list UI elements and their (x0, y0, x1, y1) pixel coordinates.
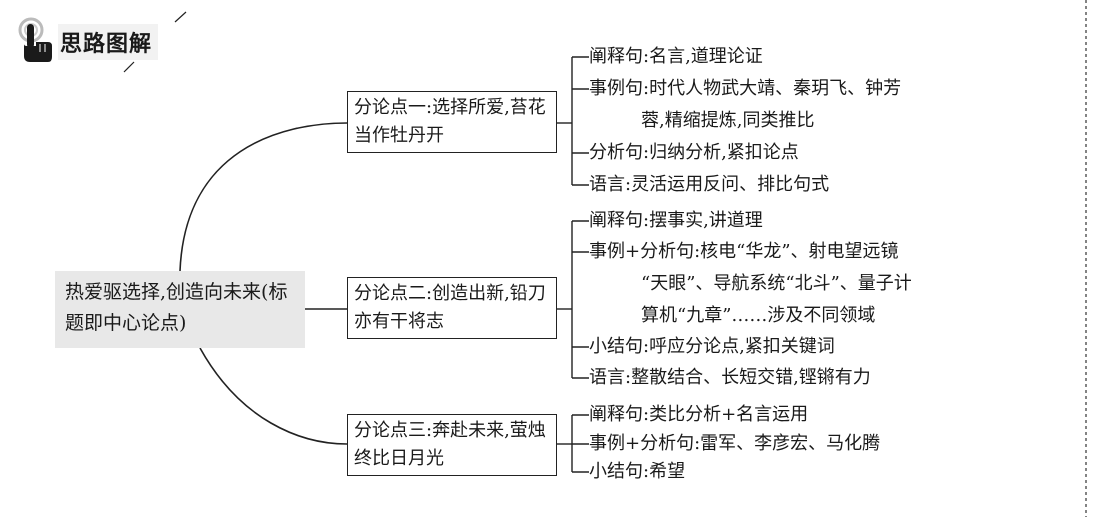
branch-3-leaf-example: 事例+分析句:雷军、李彦宏、马化腾 (589, 428, 880, 460)
leaf-line: 事例+分析句:核电“华龙”、射电望远镜 (589, 241, 899, 262)
branch-2-leaf-summary: 小结句:呼应分论点,紧扣关键词 (589, 331, 835, 363)
leaf-line: 阐释句:摆事实,讲道理 (589, 210, 763, 231)
branch-1-leaf-example: 事例句:时代人物武大靖、秦玥飞、钟芳 蓉,精缩提炼,同类推比 (589, 73, 901, 137)
branch-2-leaf-language: 语言:整散结合、长短交错,铿锵有力 (589, 362, 871, 394)
leaf-line: 语言:整散结合、长短交错,铿锵有力 (589, 367, 871, 388)
leaf-line: 分析句:归纳分析,紧扣论点 (589, 142, 799, 163)
leaf-line: 阐释句:类比分析+名言运用 (589, 404, 809, 425)
branch-3-leaf-summary: 小结句:希望 (589, 456, 685, 488)
leaf-line: 阐释句:名言,道理论证 (589, 46, 763, 67)
branch-2-box: 分论点二:创造出新,铅刀亦有干将志 (347, 277, 557, 339)
leaf-line: 事例+分析句:雷军、李彦宏、马化腾 (589, 433, 881, 454)
leaf-line: 语言:灵活运用反问、排比句式 (589, 174, 830, 195)
section-title: 思路图解 (58, 24, 159, 60)
leaf-line: 小结句:呼应分论点,紧扣关键词 (589, 336, 835, 357)
central-thesis: 热爱驱选择,创造向未来(标题即中心论点) (55, 271, 305, 348)
leaf-line: 小结句:希望 (589, 461, 686, 482)
leaf-line-cont: “天眼”、导航系统“北斗”、量子计 (641, 273, 912, 294)
branch-2-leaf-example: 事例+分析句:核电“华龙”、射电望远镜 “天眼”、导航系统“北斗”、量子计 算机… (589, 236, 912, 332)
branch-2-leaf-explain: 阐释句:摆事实,讲道理 (589, 205, 763, 237)
arc-to-branch-1 (179, 122, 348, 272)
leaf-line-cont: 蓉,精缩提炼,同类推比 (641, 110, 815, 131)
leaf-line-cont: 算机“九章”……涉及不同领域 (641, 305, 876, 326)
branch-1-leaf-language: 语言:灵活运用反问、排比句式 (589, 169, 829, 201)
branch-3-box: 分论点三:奔赴未来,萤烛终比日月光 (347, 414, 557, 476)
leaf-line: 事例句:时代人物武大靖、秦玥飞、钟芳 (589, 78, 902, 99)
branch-1-leaf-analysis: 分析句:归纳分析,紧扣论点 (589, 137, 799, 169)
arc-to-branch-3 (199, 347, 348, 445)
branch-1-leaf-explain: 阐释句:名言,道理论证 (589, 41, 763, 73)
pointing-hand-icon (18, 17, 52, 62)
branch-1-box: 分论点一:选择所爱,苔花当作牡丹开 (347, 91, 557, 153)
branch-3-leaf-explain: 阐释句:类比分析+名言运用 (589, 399, 808, 431)
